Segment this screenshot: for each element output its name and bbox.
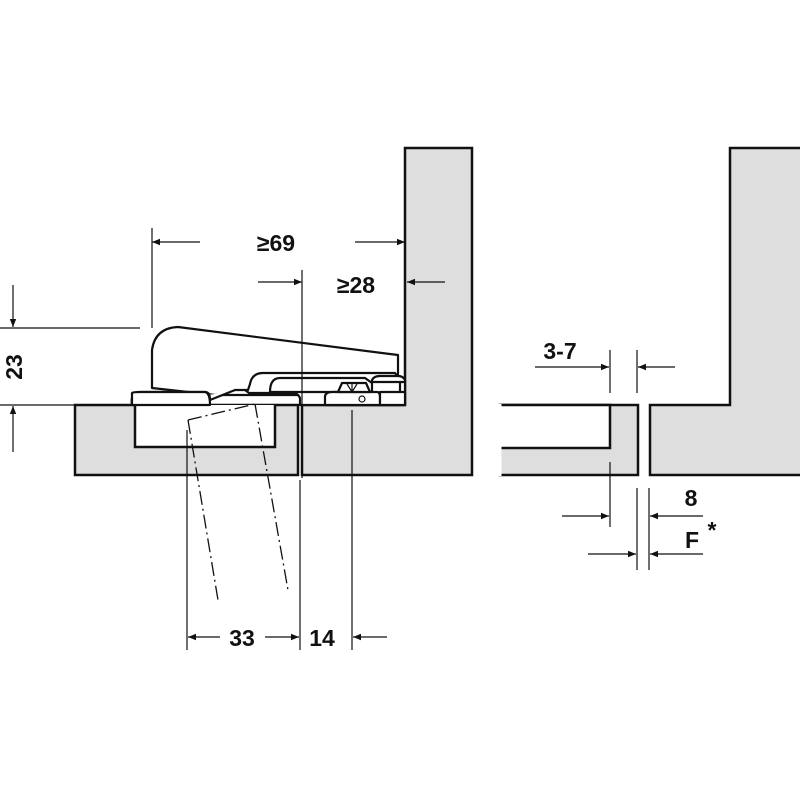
concealed-hinge xyxy=(130,325,407,407)
cup-outline-dashed xyxy=(186,403,289,650)
dimension-height: 23 xyxy=(0,285,140,452)
dimension-label-offset: 14 xyxy=(309,625,335,651)
dimension-min-side: ≥28 xyxy=(258,270,445,478)
detail-door-panel xyxy=(498,403,640,477)
dimension-label-min-depth: ≥69 xyxy=(257,230,295,256)
dimension-label-min-side: ≥28 xyxy=(337,272,375,298)
dimension-label-cup-width: 33 xyxy=(229,625,255,651)
dimension-offset: 14 xyxy=(309,410,387,651)
dimension-overlay: 8 F * xyxy=(562,462,717,570)
dimension-min-depth: ≥69 xyxy=(151,228,405,328)
dimension-cup-width: 33 xyxy=(188,480,301,651)
dimension-label-f: F xyxy=(685,527,699,553)
dimension-label-height: 23 xyxy=(1,354,27,380)
cabinet-side-panel xyxy=(300,146,474,477)
dimension-gap: 3-7 xyxy=(535,338,675,393)
dimension-label-f-note: * xyxy=(708,517,717,543)
dimension-label-gap: 3-7 xyxy=(543,338,576,364)
detail-cabinet-side-panel xyxy=(648,146,800,477)
dimension-label-overlay: 8 xyxy=(685,485,698,511)
